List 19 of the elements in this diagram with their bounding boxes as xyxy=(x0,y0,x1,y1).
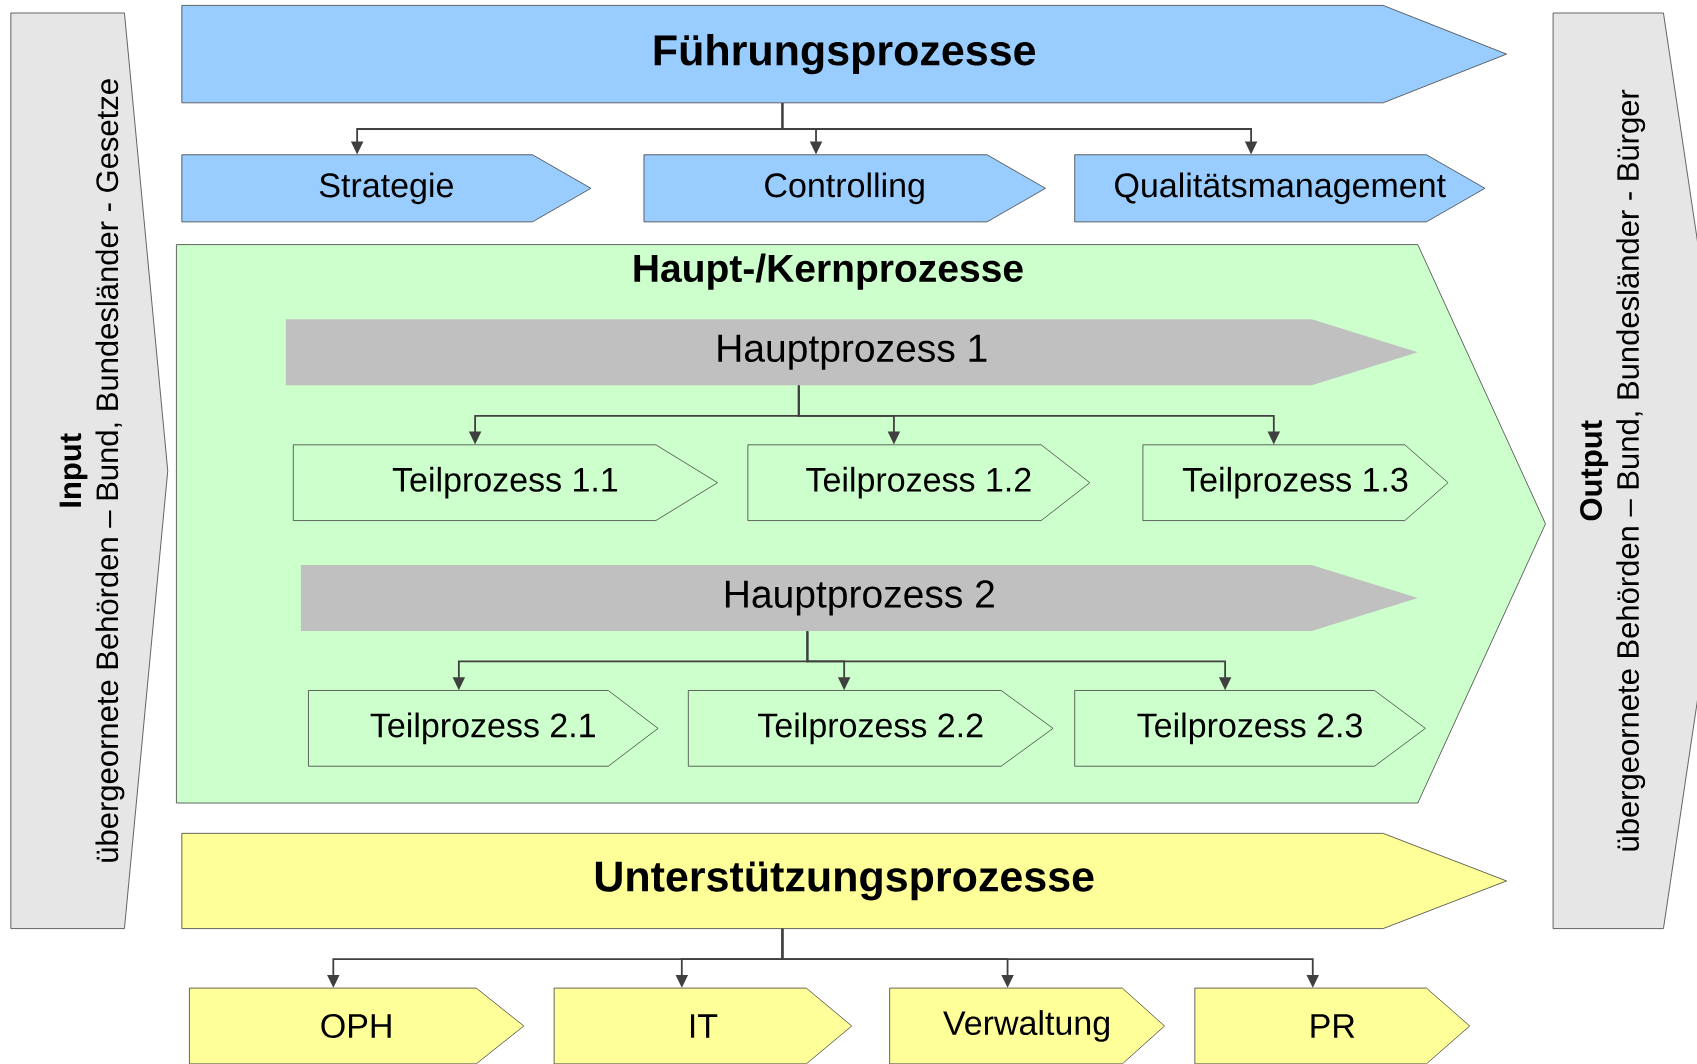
process-step: Teilprozess 2.2 xyxy=(687,690,1054,767)
side-panel: Output übergeornete Behörden – Bund, Bundesländer - Bürger xyxy=(1552,12,1697,929)
process-step: Verwaltung xyxy=(889,987,1165,1064)
process-step: Teilprozess 2.1 xyxy=(308,690,659,767)
process-step: Strategie xyxy=(181,154,592,223)
process-step: Teilprozess 1.2 xyxy=(747,444,1091,521)
process-step: Führungsprozesse xyxy=(181,5,1507,104)
main-process-band: Hauptprozess 1 xyxy=(285,319,1418,386)
process-step: Teilprozess 1.3 xyxy=(1142,444,1449,521)
main-process-band: Hauptprozess 2 xyxy=(300,564,1418,631)
process-step: Qualitätsmanagement xyxy=(1074,154,1486,223)
process-step: PR xyxy=(1194,987,1471,1064)
process-step: OPH xyxy=(189,987,525,1064)
process-step: Controlling xyxy=(643,154,1046,223)
process-step: Teilprozess 2.3 xyxy=(1074,690,1426,767)
process-step: IT xyxy=(553,987,853,1064)
process-step: Teilprozess 1.1 xyxy=(292,444,718,521)
side-panel: Input übergeornete Behörden – Bund, Bundesländer - Gesetze xyxy=(10,12,169,929)
process-step: Unterstützungsprozesse xyxy=(181,832,1507,929)
